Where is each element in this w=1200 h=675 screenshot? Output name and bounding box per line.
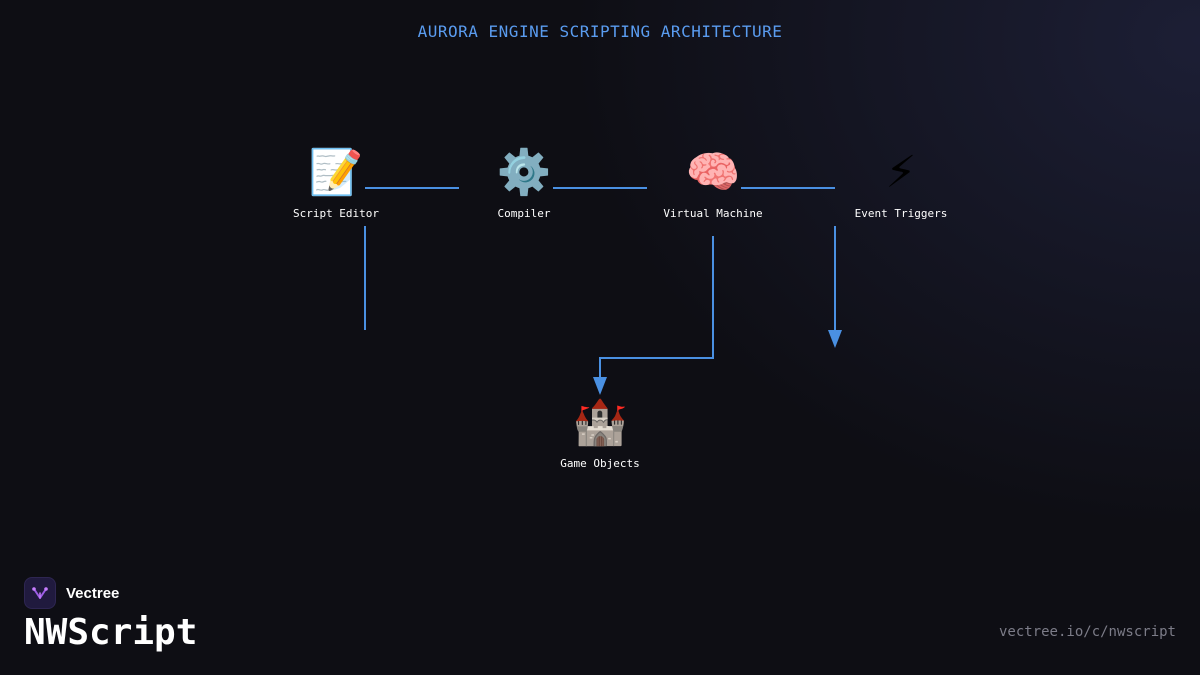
node-label: Event Triggers (854, 207, 948, 220)
lightning-icon: ⚡ (885, 147, 917, 198)
arrowhead-game-objects (593, 377, 607, 395)
diagram-title: AURORA ENGINE SCRIPTING ARCHITECTURE (417, 22, 783, 41)
node-script-editor: 📝 Script Editor (266, 146, 406, 220)
memo-pencil-icon: 📝 (308, 147, 364, 198)
node-game-objects: 🏰 Game Objects (530, 396, 670, 470)
brand-name: Vectree (66, 584, 120, 602)
edge-virtual-machine-to-game-objects (599, 236, 714, 378)
node-virtual-machine: 🧠 Virtual Machine (643, 146, 783, 220)
brand-block: Vectree NWScript (24, 577, 197, 653)
gear-icon: ⚙️ (496, 147, 552, 198)
footer-url[interactable]: vectree.io/c/nwscript (998, 624, 1176, 640)
brain-icon: 🧠 (685, 147, 741, 198)
vectree-logo-mark (32, 587, 48, 599)
node-compiler: ⚙️ Compiler (454, 146, 594, 220)
node-label: Compiler (497, 207, 551, 220)
node-label: Virtual Machine (663, 207, 763, 220)
vectree-logo-icon (24, 577, 56, 609)
product-title: NWScript (24, 612, 198, 653)
node-event-triggers: ⚡ Event Triggers (831, 146, 971, 220)
brand-row: Vectree (24, 577, 197, 609)
node-label: Script Editor (292, 207, 380, 220)
castle-icon: 🏰 (572, 397, 628, 448)
arrowhead-event-triggers (828, 330, 842, 348)
node-label: Game Objects (560, 457, 640, 470)
